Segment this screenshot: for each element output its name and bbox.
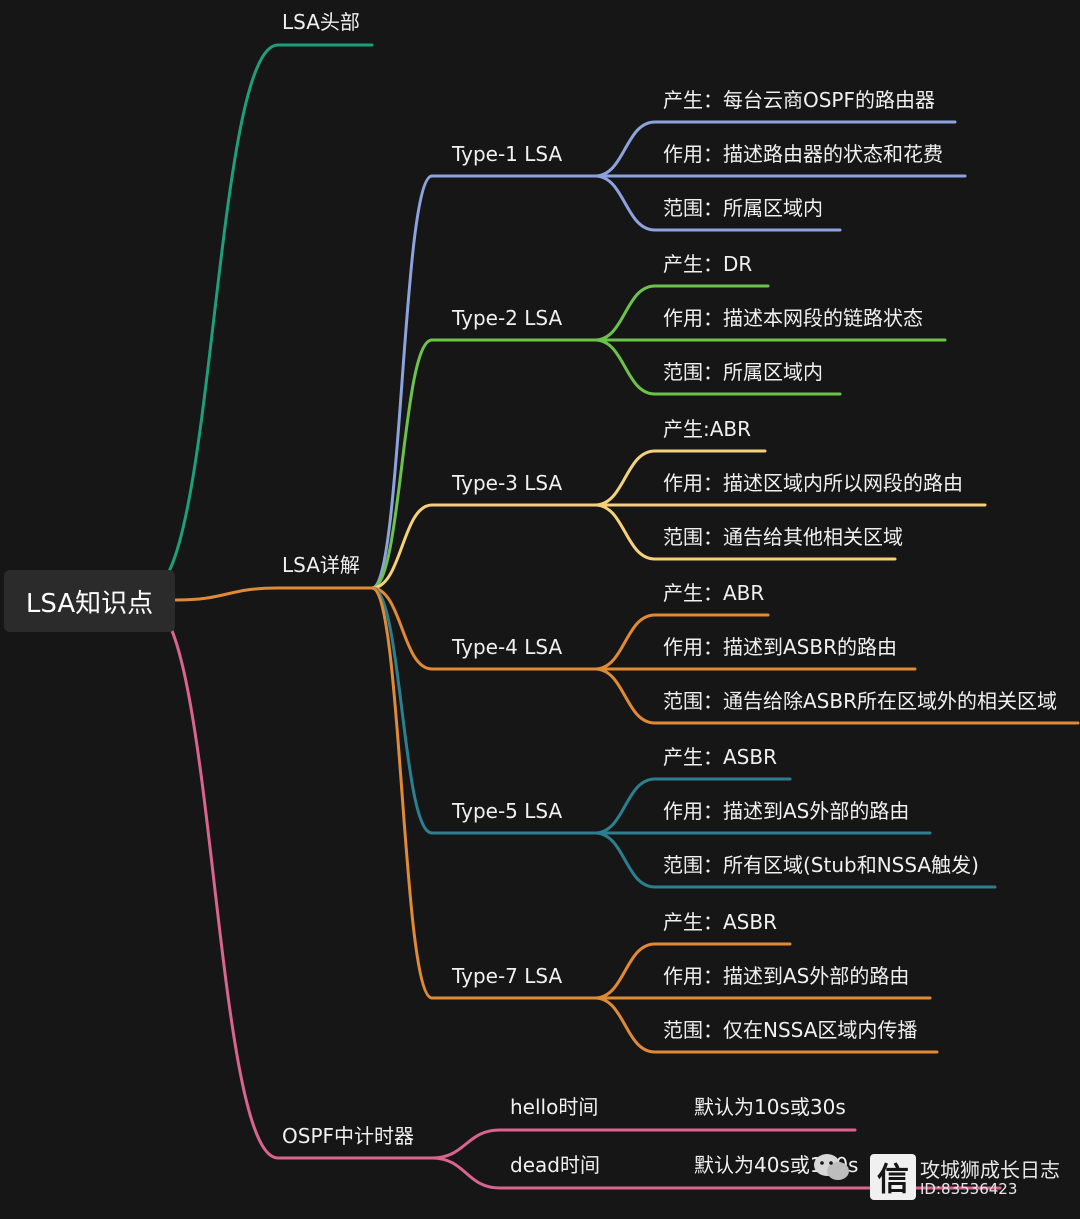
link-type-item	[593, 996, 657, 1054]
link-root-timers	[148, 603, 280, 1160]
link-detail-type-1	[370, 174, 434, 590]
link-detail-type-3	[370, 503, 434, 590]
timer-dead-label[interactable]: dead时间	[510, 1153, 600, 1177]
lsa-item-label[interactable]: 产生：每台云商OSPF的路由器	[663, 88, 936, 112]
link-root-header	[148, 43, 280, 592]
branch-lsa-detail[interactable]: LSA详解	[282, 553, 360, 577]
lsa-item-label[interactable]: 作用：描述到AS外部的路由	[663, 799, 910, 823]
link-type-item	[593, 777, 657, 835]
lsa-item-label[interactable]: 产生：ABR	[663, 581, 765, 605]
lsa-item-label[interactable]: 产生:ABR	[663, 417, 752, 441]
link-type-item	[593, 503, 657, 561]
lsa-item-label[interactable]: 作用：描述本网段的链路状态	[663, 306, 923, 330]
root-node[interactable]: LSA知识点	[4, 570, 175, 632]
lsa-type-label[interactable]: Type-1 LSA	[452, 142, 563, 166]
watermark-name: 攻城狮成长日志	[920, 1158, 1060, 1182]
wechat-icon	[814, 1154, 849, 1180]
lsa-item-label[interactable]: 产生：ASBR	[663, 745, 777, 769]
lsa-item-label[interactable]: 范围：所有区域(Stub和NSSA触发)	[663, 853, 979, 877]
link-detail-type-5	[370, 586, 434, 835]
link-type-item	[593, 449, 657, 507]
lsa-type-label[interactable]: Type-5 LSA	[452, 799, 563, 823]
lsa-item-label[interactable]: 范围：所属区域内	[663, 196, 823, 220]
branch-lsa-header[interactable]: LSA头部	[282, 10, 360, 34]
link-type-item	[593, 338, 657, 396]
link-timers-hello	[430, 1128, 502, 1160]
link-root-detail	[174, 586, 280, 602]
watermark-logo-icon: 信	[870, 1154, 916, 1200]
lsa-item-label[interactable]: 范围：仅在NSSA区域内传播	[663, 1018, 918, 1042]
lsa-item-label[interactable]: 作用：描述到AS外部的路由	[663, 964, 910, 988]
lsa-item-label[interactable]: 作用：描述区域内所以网段的路由	[663, 471, 963, 495]
link-type-item	[593, 174, 657, 232]
lsa-type-label[interactable]: Type-4 LSA	[452, 635, 563, 659]
lsa-item-label[interactable]: 产生：DR	[663, 252, 753, 276]
root-label: LSA知识点	[25, 588, 154, 619]
lsa-item-label[interactable]: 作用：描述到ASBR的路由	[663, 635, 897, 659]
link-detail-type-6	[370, 586, 434, 1000]
link-type-item	[593, 120, 657, 178]
lsa-type-label[interactable]: Type-3 LSA	[452, 471, 563, 495]
link-type-item	[593, 667, 657, 725]
lsa-item-label[interactable]: 产生：ASBR	[663, 910, 777, 934]
link-timers-dead	[430, 1156, 502, 1190]
link-type-item	[593, 831, 657, 889]
link-detail-type-4	[370, 586, 434, 671]
timer-hello-label[interactable]: hello时间	[510, 1095, 599, 1119]
branch-ospf-timers[interactable]: OSPF中计时器	[282, 1124, 415, 1148]
watermark-id: ID:83536423	[920, 1180, 1018, 1198]
link-type-item	[593, 942, 657, 1000]
link-detail-type-2	[370, 338, 434, 590]
lsa-item-label[interactable]: 范围：所属区域内	[663, 360, 823, 384]
link-type-item	[593, 613, 657, 671]
watermark: 信 攻城狮成长日志 ID:83536423	[812, 1146, 1074, 1206]
lsa-item-label[interactable]: 范围：通告给除ASBR所在区域外的相关区域	[663, 689, 1057, 713]
lsa-type-label[interactable]: Type-7 LSA	[452, 964, 563, 988]
lsa-type-label[interactable]: Type-2 LSA	[452, 306, 563, 330]
lsa-item-label[interactable]: 作用：描述路由器的状态和花费	[663, 142, 943, 166]
timer-hello-value[interactable]: 默认为10s或30s	[694, 1095, 846, 1119]
link-type-item	[593, 284, 657, 342]
lsa-item-label[interactable]: 范围：通告给其他相关区域	[663, 525, 903, 549]
